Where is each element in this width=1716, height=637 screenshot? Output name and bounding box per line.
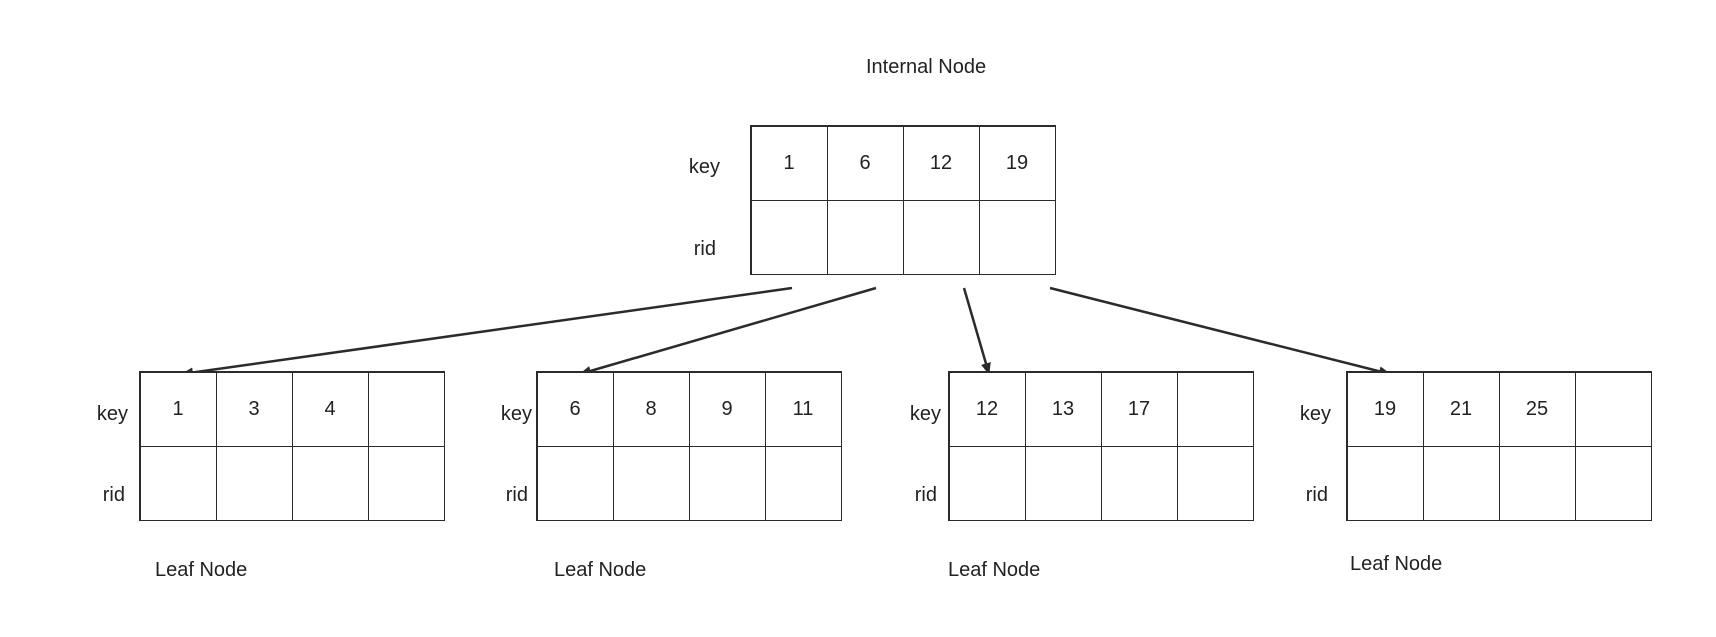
leaf-key-cell: 19: [1346, 371, 1424, 447]
internal-node-title: Internal Node: [866, 56, 987, 78]
leaf-node-1: 1 3 4: [139, 371, 445, 521]
leaf-key-cell: 1: [139, 371, 217, 447]
leaf-rid-cell: [139, 445, 217, 521]
leaf-key-cell: 4: [291, 371, 369, 447]
leaf-node-4: 19 21 25: [1346, 371, 1652, 521]
leaf-key-cell: [1574, 371, 1652, 447]
leaf-key-cell: 3: [215, 371, 293, 447]
leaf-rid-cell: [1176, 445, 1254, 521]
leaf-rid-cell: [1024, 445, 1102, 521]
leaf-key-cell: 13: [1024, 371, 1102, 447]
leaf-1-rid-label: rid: [102, 484, 125, 506]
internal-key-cell: 12: [902, 125, 980, 201]
leaf-4-rid-label: rid: [1305, 484, 1328, 506]
arrow-to-leaf-4: [1049, 286, 1391, 377]
internal-key-cell: 19: [978, 125, 1056, 201]
internal-rid-cell: [826, 199, 904, 275]
leaf-key-cell: [367, 371, 445, 447]
leaf-node-3: 12 13 17: [948, 371, 1254, 521]
leaf-rid-cell: [367, 445, 445, 521]
arrow-to-leaf-1: [181, 286, 793, 378]
leaf-key-cell: 12: [948, 371, 1026, 447]
internal-key-cell: 6: [826, 125, 904, 201]
leaf-3-rid-label: rid: [914, 484, 937, 506]
leaf-1-key-label: key: [96, 403, 128, 425]
leaf-4-title: Leaf Node: [1350, 553, 1443, 575]
leaf-rid-cell: [1574, 445, 1652, 521]
leaf-rid-cell: [948, 445, 1026, 521]
leaf-rid-cell: [215, 445, 293, 521]
internal-rid-cell: [978, 199, 1056, 275]
leaf-2-key-label: key: [500, 403, 532, 425]
leaf-rid-cell: [536, 445, 614, 521]
internal-key-cell: 1: [750, 125, 828, 201]
leaf-3-title: Leaf Node: [948, 559, 1041, 581]
leaf-key-cell: 8: [612, 371, 690, 447]
leaf-3-key-label: key: [909, 403, 941, 425]
leaf-4-key-label: key: [1299, 403, 1331, 425]
internal-key-label: key: [688, 156, 720, 178]
arrow-to-leaf-3: [962, 287, 991, 375]
internal-rid-cell: [902, 199, 980, 275]
leaf-key-cell: 25: [1498, 371, 1576, 447]
leaf-1-title: Leaf Node: [155, 559, 248, 581]
leaf-node-2: 6 8 9 11: [536, 371, 842, 521]
leaf-key-cell: 17: [1100, 371, 1178, 447]
internal-rid-cell: [750, 199, 828, 275]
leaf-rid-cell: [1100, 445, 1178, 521]
leaf-rid-cell: [291, 445, 369, 521]
leaf-key-cell: 11: [764, 371, 842, 447]
arrow-to-leaf-2: [579, 286, 877, 376]
leaf-key-cell: [1176, 371, 1254, 447]
leaf-2-rid-label: rid: [505, 484, 528, 506]
leaf-rid-cell: [1346, 445, 1424, 521]
leaf-rid-cell: [1422, 445, 1500, 521]
leaf-2-title: Leaf Node: [554, 559, 647, 581]
internal-rid-label: rid: [693, 238, 716, 260]
leaf-key-cell: 9: [688, 371, 766, 447]
leaf-key-cell: 21: [1422, 371, 1500, 447]
leaf-rid-cell: [1498, 445, 1576, 521]
leaf-rid-cell: [612, 445, 690, 521]
leaf-rid-cell: [764, 445, 842, 521]
leaf-rid-cell: [688, 445, 766, 521]
internal-node: 1 6 12 19: [750, 125, 1056, 275]
leaf-key-cell: 6: [536, 371, 614, 447]
